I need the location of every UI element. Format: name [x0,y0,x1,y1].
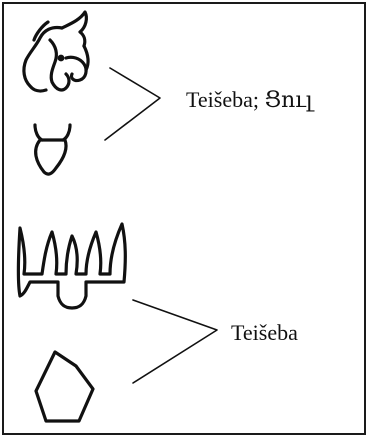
top-bracket [105,68,160,140]
bottom-bracket [133,300,217,383]
pentagon-glyph [36,352,93,421]
comb-glyph [19,224,126,308]
bull-sign-glyph [35,125,70,174]
bottom-annotation-label: Teišeba [231,322,298,344]
bull-head-glyph [24,12,88,91]
top-annotation-label: Teišeba; Ցուլ [186,89,313,111]
